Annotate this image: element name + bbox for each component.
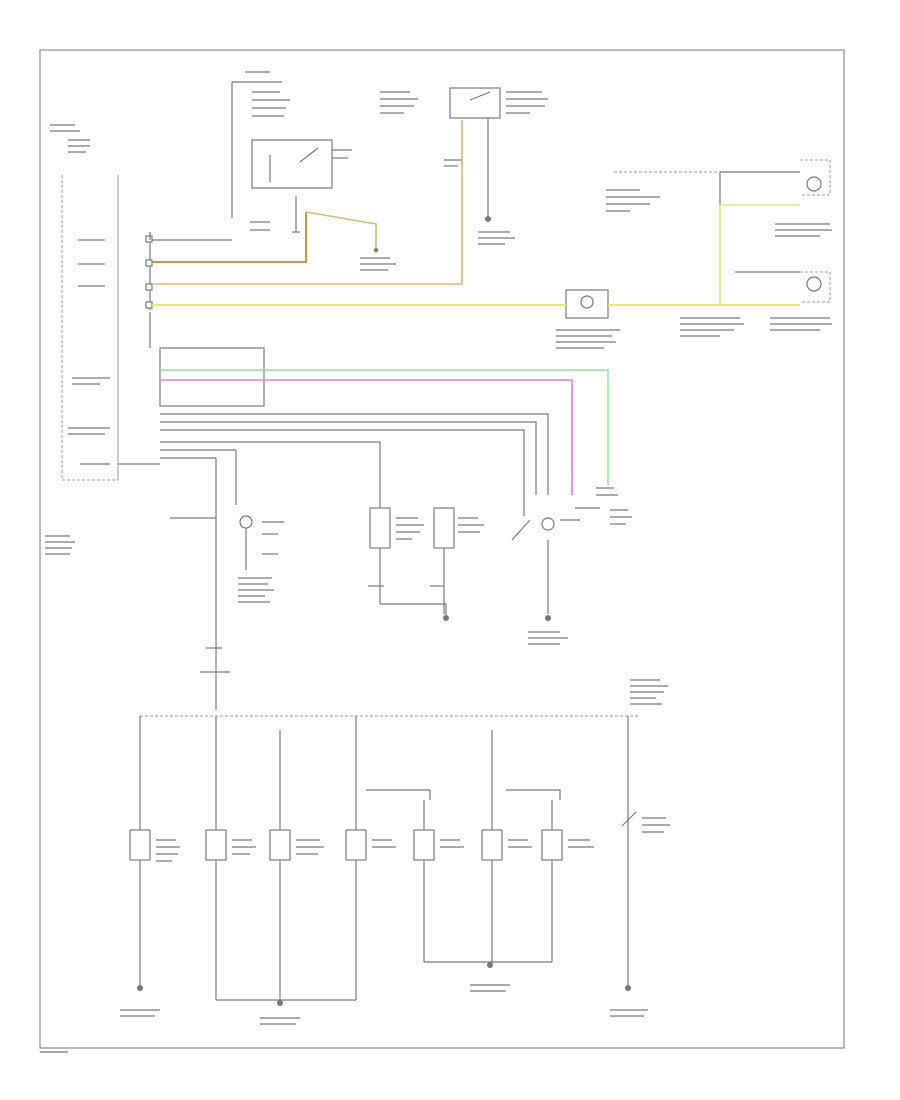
switch-icon: [299, 147, 319, 163]
ground-icon: [545, 615, 551, 621]
lamp-icon: [239, 515, 253, 529]
top-relay-section: [231, 71, 418, 233]
lamp-icon: [806, 176, 822, 192]
connector-block-lower: [149, 312, 265, 407]
right-middle-switch: [511, 487, 632, 645]
gray-signal-wires: [118, 413, 549, 510]
body-control-module: [45, 124, 119, 555]
module-internal-labels: [68, 239, 110, 465]
bottom-bus: [140, 458, 668, 717]
ground-icon: [625, 985, 631, 991]
ground-icon: [137, 985, 143, 991]
wire-pink: [160, 379, 573, 495]
top-right-switch: [444, 87, 548, 245]
bottom-components: [129, 811, 637, 861]
module-label-top: [50, 124, 90, 153]
wire-orange-brown: [152, 212, 307, 263]
bottom-labels: [120, 817, 670, 1025]
wire-tan-long: [152, 120, 463, 285]
connector-block-upper: [145, 232, 153, 310]
lamp-icon: [806, 276, 822, 292]
ground-icon: [485, 216, 491, 222]
middle-switch-group: [368, 507, 484, 621]
wire-green: [160, 369, 609, 485]
middle-lamp-switch: [170, 515, 284, 603]
module-label-bottom: [45, 535, 75, 555]
lamp-icon: [541, 517, 555, 531]
switch-icon: [621, 811, 637, 827]
wire-yellow-branch: [719, 204, 800, 305]
diagram-frame: [39, 49, 845, 1049]
fuse-block-icon: [556, 289, 744, 349]
wire-tan-switch: [305, 211, 377, 248]
colored-wires: [149, 120, 800, 495]
ground-icon: [443, 615, 449, 621]
bottom-drops: [137, 716, 631, 1006]
ground-icon: [277, 1000, 283, 1006]
ground-icon: [487, 962, 493, 968]
switch-icon: [511, 519, 531, 541]
